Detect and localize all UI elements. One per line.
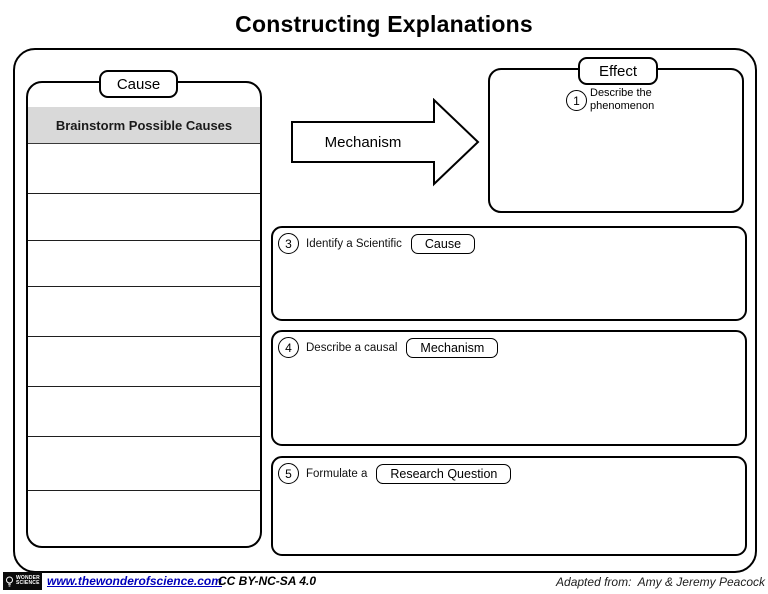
cause-blank-row: [28, 387, 260, 437]
cause-blank-row: [28, 337, 260, 387]
cause-column-header: Brainstorm Possible Causes: [28, 107, 260, 144]
step-label: Identify a Scientific: [306, 237, 402, 250]
effect-tab: Effect: [578, 57, 658, 85]
cause-rows: [28, 144, 260, 546]
step-label: Formulate a: [306, 467, 368, 480]
mechanism-chip: Mechanism: [406, 337, 499, 358]
cause-blank-row: [28, 241, 260, 287]
effect-box: 1 Describe the phenomenon: [488, 68, 744, 213]
research-question-chip: Research Question: [376, 463, 512, 484]
logo-text-line2: SCIENCE: [16, 580, 40, 586]
step-number-badge: 1: [566, 90, 587, 111]
step-box-research-question: 5 Formulate a Research Question: [271, 456, 747, 556]
cause-blank-row: [28, 491, 260, 546]
cause-chip: Cause: [410, 233, 476, 254]
step-box-identify-cause: 3 Identify a Scientific Cause: [271, 226, 747, 321]
step-number-badge: 3: [278, 233, 299, 254]
cause-column: Brainstorm Possible Causes: [26, 81, 262, 548]
step-head: 5 Formulate a Research Question: [273, 458, 745, 484]
cause-blank-row: [28, 287, 260, 337]
cause-tab: Cause: [99, 70, 178, 98]
step-head: 3 Identify a Scientific Cause: [273, 228, 745, 254]
step-label: Describe a causal: [306, 341, 398, 354]
step-number-badge: 4: [278, 337, 299, 358]
mechanism-arrow-label: Mechanism: [325, 134, 402, 151]
cause-blank-row: [28, 144, 260, 194]
step-head: 4 Describe a causal Mechanism: [273, 332, 745, 358]
license-text: CC BY-NC-SA 4.0: [218, 574, 317, 588]
effect-step: 1 Describe the phenomenon: [566, 87, 654, 113]
mechanism-arrow: Mechanism: [291, 98, 480, 187]
cause-blank-row: [28, 194, 260, 241]
logo-text-line1: WONDER: [16, 575, 40, 581]
page-title: Constructing Explanations: [235, 11, 533, 37]
credit-text: Adapted from: Amy & Jeremy Peacock: [556, 575, 765, 589]
step-number-badge: 5: [278, 463, 299, 484]
cause-blank-row: [28, 437, 260, 491]
step-box-describe-mechanism: 4 Describe a causal Mechanism: [271, 330, 747, 446]
wonder-of-science-logo: WONDER SCIENCE: [3, 572, 42, 590]
lightbulb-icon: [6, 576, 13, 586]
website-link[interactable]: www.thewonderofscience.com: [47, 574, 222, 588]
effect-step-label: Describe the phenomenon: [590, 87, 655, 112]
